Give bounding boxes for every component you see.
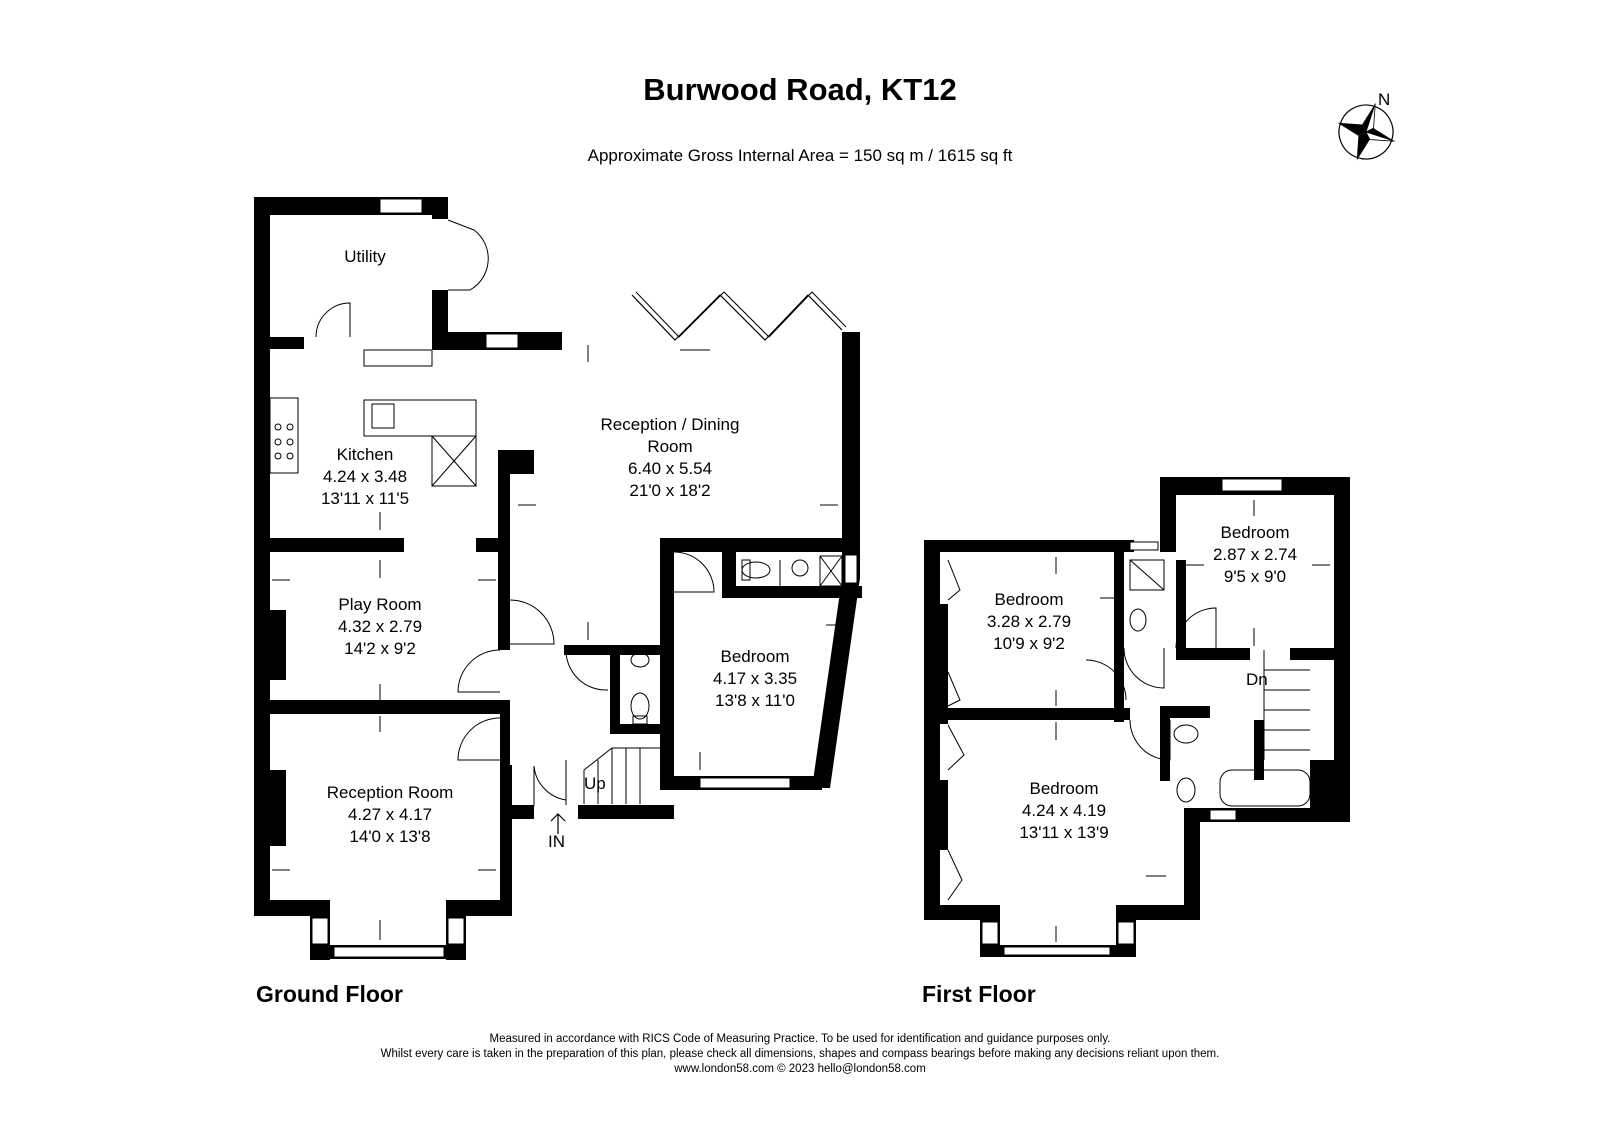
footer-line-3: www.london58.com © 2023 hello@london58.c…: [674, 1063, 926, 1075]
room-name: Reception Room: [326, 783, 454, 802]
room-metric: 3.28 x 2.79: [986, 612, 1072, 631]
room-label-play-room: Play Room 4.32 x 2.79 14'2 x 9'2: [310, 594, 450, 660]
first-floor-fixtures: [947, 559, 1311, 901]
plan-title: Burwood Road, KT12: [643, 72, 957, 107]
room-name: Bedroom: [994, 590, 1064, 609]
room-imperial: 14'0 x 13'8: [349, 827, 431, 846]
ground-floor-windows: [311, 198, 858, 958]
floor-label-ground: Ground Floor: [256, 981, 403, 1007]
bifold-door: [631, 294, 843, 341]
room-name: Utility: [344, 247, 386, 266]
gross-area: Approximate Gross Internal Area = 150 sq…: [587, 146, 1013, 165]
ground-floor-doors: [315, 219, 715, 806]
room-label-utility: Utility: [320, 246, 410, 268]
kitchen-fittings: [269, 349, 477, 487]
room-name: Kitchen: [336, 445, 394, 464]
disclaimer-footer: Measured in accordance with RICS Code of…: [0, 1032, 1600, 1077]
room-metric: 6.40 x 5.54: [627, 459, 713, 478]
ground-bathroom-fixtures: [630, 555, 843, 725]
room-label-bedroom-3: Bedroom 2.87 x 2.74 9'5 x 9'0: [1190, 522, 1320, 588]
entrance-arrow-icon: [550, 813, 566, 834]
room-name: Bedroom: [1029, 779, 1099, 798]
room-name: Play Room: [338, 595, 422, 614]
room-imperial: 9'5 x 9'0: [1223, 567, 1287, 586]
room-name-line2: Room: [647, 437, 693, 456]
compass-north-label: N: [1378, 90, 1391, 109]
room-metric: 4.17 x 3.35: [712, 669, 798, 688]
footer-line-2: Whilst every care is taken in the prepar…: [380, 1048, 1220, 1060]
room-metric: 4.24 x 4.19: [1021, 801, 1107, 820]
room-metric: 4.27 x 4.17: [347, 805, 433, 824]
first-floor-windows: [981, 478, 1283, 956]
room-label-reception-room: Reception Room 4.27 x 4.17 14'0 x 13'8: [300, 782, 480, 848]
footer-line-1: Measured in accordance with RICS Code of…: [489, 1033, 1111, 1045]
room-imperial: 21'0 x 18'2: [629, 481, 711, 500]
room-imperial: 13'8 x 11'0: [715, 691, 795, 710]
stairs-up-label: Up: [584, 774, 606, 793]
room-metric: 2.87 x 2.74: [1212, 545, 1298, 564]
room-label-ground-bedroom: Bedroom 4.17 x 3.35 13'8 x 11'0: [690, 646, 820, 712]
room-label-bedroom-1: Bedroom 4.24 x 4.19 13'11 x 13'9: [994, 778, 1134, 844]
room-label-reception-dining: Reception / Dining Room 6.40 x 5.54 21'0…: [570, 414, 770, 502]
floor-label-first: First Floor: [922, 981, 1036, 1007]
room-name: Bedroom: [1220, 523, 1290, 542]
dimension-markers: [272, 345, 1330, 942]
room-metric: 4.24 x 3.48: [322, 467, 408, 486]
room-imperial: 13'11 x 13'9: [1019, 823, 1109, 842]
room-imperial: 13'11 x 11'5: [320, 489, 410, 508]
compass-icon: [1337, 103, 1395, 161]
stairs-down-label: Dn: [1246, 670, 1268, 689]
room-imperial: 10'9 x 9'2: [993, 634, 1065, 653]
room-name: Reception / Dining: [600, 415, 740, 434]
entrance-label: IN: [548, 832, 565, 851]
room-name: Bedroom: [720, 647, 790, 666]
ground-stairs: [583, 747, 660, 804]
room-imperial: 14'2 x 9'2: [344, 639, 416, 658]
room-label-bedroom-2: Bedroom 3.28 x 2.79 10'9 x 9'2: [964, 589, 1094, 655]
room-label-kitchen: Kitchen 4.24 x 3.48 13'11 x 11'5: [290, 444, 440, 510]
ground-floor-walls: [254, 197, 862, 960]
room-metric: 4.32 x 2.79: [337, 617, 423, 636]
